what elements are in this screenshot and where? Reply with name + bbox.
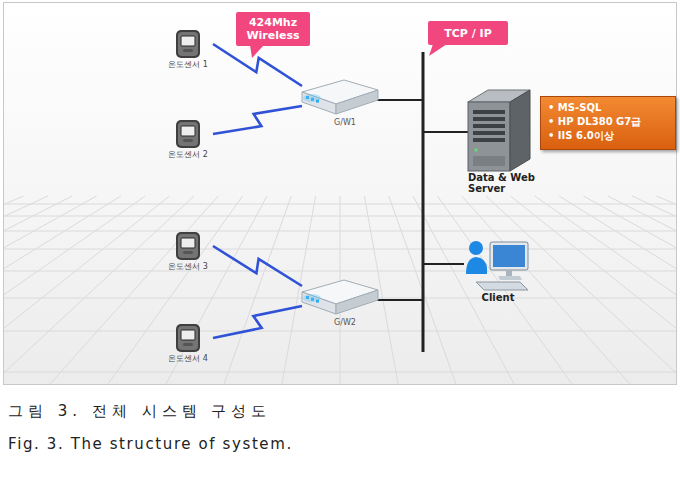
wireless-link (213, 44, 302, 86)
panel-frame (4, 3, 677, 385)
callout-box: TCP / IP (428, 21, 508, 45)
gateway-router: G/W1 (298, 74, 380, 134)
gw-icon (298, 274, 380, 318)
node-text: 온도센서 2 (163, 150, 213, 160)
network-link (376, 100, 468, 132)
node-text: 온도센서 4 (163, 354, 213, 364)
callout-pointer (250, 45, 264, 58)
node-text: G/W2 (298, 318, 380, 328)
node-text: • IIS 6.0이상 (548, 129, 668, 143)
sensor-icon (173, 28, 203, 60)
server-icon (456, 86, 536, 172)
temperature-sensor: 온도센서 4 (163, 322, 213, 368)
sensor-icon (173, 322, 203, 354)
sensor-icon (173, 230, 203, 262)
temperature-sensor: 온도센서 3 (163, 230, 213, 276)
callout-pointer (429, 44, 447, 56)
node-text: Client (462, 292, 534, 304)
node-text: TCP / IP (444, 27, 491, 40)
callout-box: 424Mhz Wireless (236, 12, 310, 46)
gateway-router: G/W2 (298, 274, 380, 334)
temperature-sensor: 온도센서 2 (163, 118, 213, 164)
spec-box: • MS-SQL• HP DL380 G7급• IIS 6.0이상 (540, 96, 676, 150)
figure-caption: 그림 3. 전체 시스템 구성도 (8, 402, 271, 421)
node-text: 424Mhz Wireless (236, 16, 310, 42)
wireless-link (213, 306, 302, 338)
temperature-sensor: 온도센서 1 (163, 28, 213, 74)
sensor-icon (173, 118, 203, 150)
client-icon (462, 234, 534, 292)
node-text: • HP DL380 G7급 (548, 115, 668, 129)
floor-grid (4, 196, 676, 384)
node-text: 온도센서 3 (163, 262, 213, 272)
node-text: G/W1 (298, 118, 380, 128)
figure-caption-english: Fig. 3. The structure of system. (8, 435, 293, 453)
network-link (423, 132, 468, 264)
node-text: Data & Web Server (468, 172, 542, 194)
client-pc: Client (462, 234, 534, 308)
node-text: 온도센서 1 (163, 60, 213, 70)
wireless-link (213, 106, 302, 134)
server-tower: Data & Web Server (456, 86, 544, 208)
node-text: • MS-SQL (548, 101, 668, 115)
network-link (376, 132, 468, 300)
wireless-link (213, 246, 302, 286)
gw-icon (298, 74, 380, 118)
